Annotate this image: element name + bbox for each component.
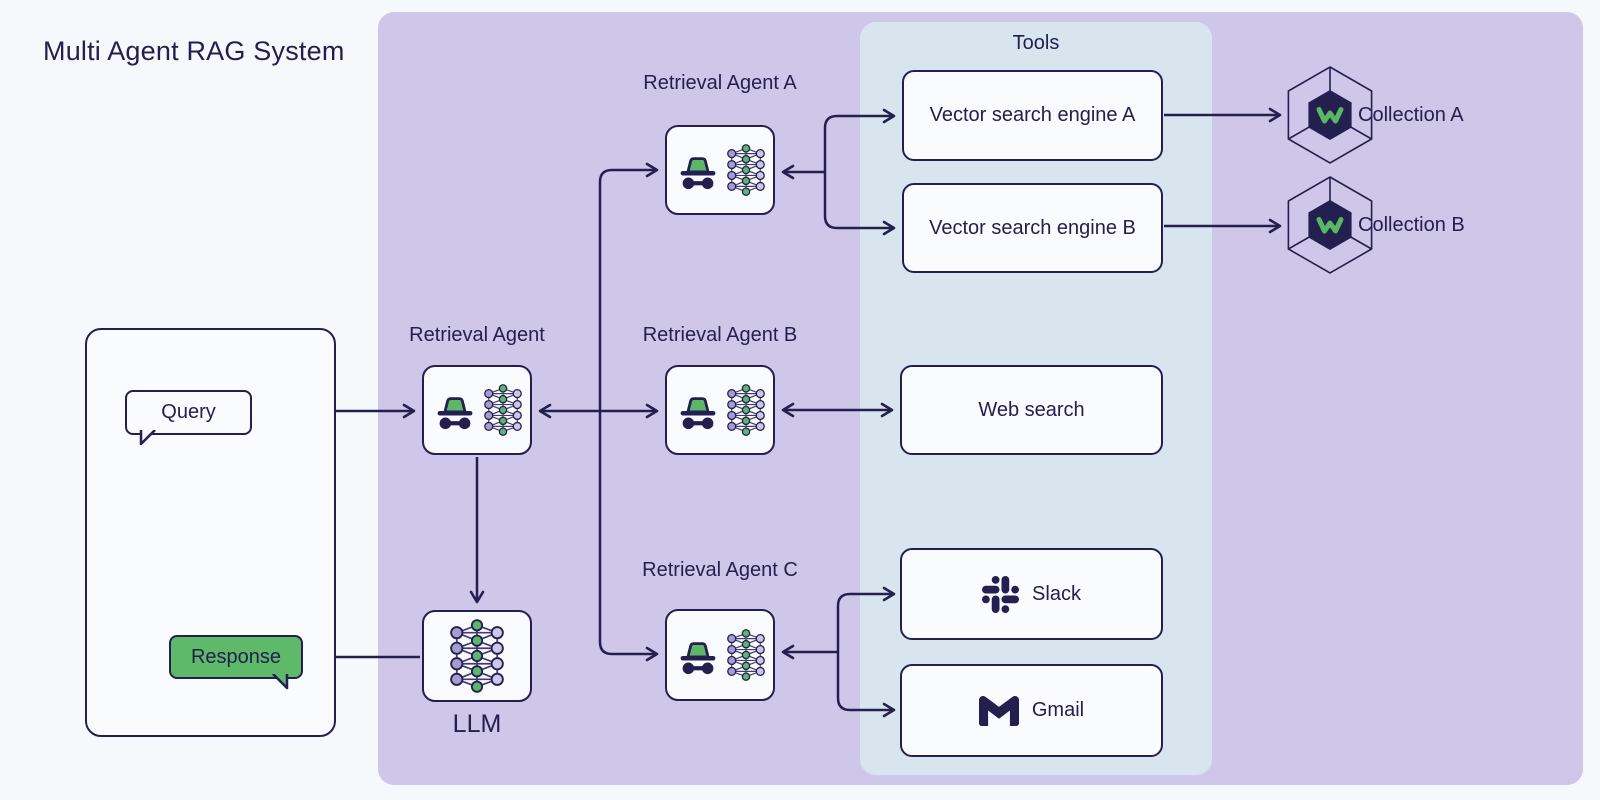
incognito-agent-icon: [676, 636, 720, 675]
incognito-agent-icon: [433, 391, 477, 430]
tool-gmail: Gmail: [900, 664, 1163, 757]
llm-node: [422, 610, 532, 702]
retrieval-agent-b-label: Retrieval Agent B: [642, 324, 798, 346]
tool-vector-search-b: Vector search engine B: [902, 183, 1163, 273]
neural-network-icon: [727, 629, 765, 681]
query-bubble-tail: [139, 430, 156, 446]
llm-label: LLM: [452, 710, 502, 738]
collection-a-label: Collection A: [1358, 103, 1464, 126]
tool-slack: Slack: [900, 548, 1163, 640]
neural-network-icon: [727, 144, 765, 196]
response-bubble-tail: [272, 674, 289, 690]
tool-vector-search-a: Vector search engine A: [902, 70, 1163, 161]
retrieval-agent-b-node: [665, 365, 775, 455]
retrieval-agent-a-label: Retrieval Agent A: [643, 72, 797, 94]
response-bubble: Response: [169, 635, 303, 690]
incognito-agent-icon: [676, 151, 720, 190]
tool-web-search-label: Web search: [978, 398, 1085, 421]
response-label: Response: [190, 645, 282, 668]
retrieval-agent-c-node: [665, 609, 775, 701]
incognito-agent-icon: [676, 391, 720, 430]
tool-vector-search-b-label: Vector search engine B: [929, 216, 1136, 239]
slack-icon: [982, 576, 1019, 613]
retrieval-agent-a-node: [665, 125, 775, 215]
neural-network-icon: [727, 384, 765, 436]
retrieval-agent-c-label: Retrieval Agent C: [642, 559, 798, 581]
tool-gmail-label: Gmail: [1031, 699, 1085, 721]
retrieval-agent-label: Retrieval Agent: [409, 324, 545, 346]
retrieval-agent-node: [422, 365, 532, 455]
neural-network-icon: [484, 384, 522, 436]
gmail-icon: [979, 691, 1019, 731]
collection-b-label: Collection B: [1358, 213, 1465, 236]
tool-web-search: Web search: [900, 365, 1163, 455]
query-label: Query: [161, 401, 216, 423]
tools-panel-title: Tools: [1012, 32, 1060, 54]
tool-vector-search-a-label: Vector search engine A: [929, 104, 1136, 126]
tool-slack-label: Slack: [1032, 582, 1081, 605]
diagram-title: Multi Agent RAG System: [43, 36, 345, 66]
query-bubble: Query: [125, 390, 252, 446]
neural-network-icon: [450, 619, 504, 693]
